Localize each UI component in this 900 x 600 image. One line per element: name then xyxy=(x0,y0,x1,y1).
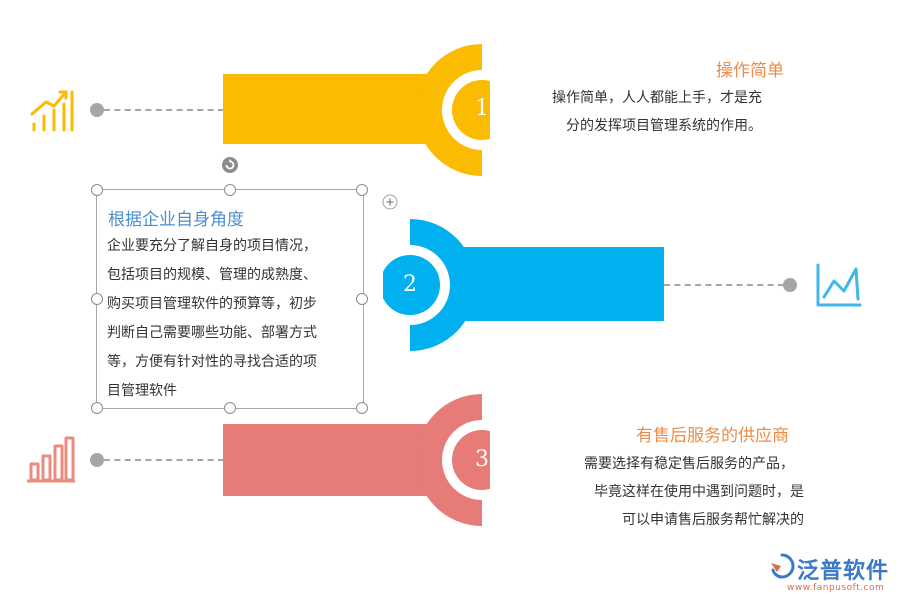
step-2-line: 包括项目的规模、管理的成熟度、 xyxy=(107,267,317,283)
step-3-line: 需要选择有稳定售后服务的产品， xyxy=(584,456,794,472)
logo-url: www.fanpusoft.com xyxy=(787,583,885,593)
step-1-number: 1 xyxy=(475,96,489,121)
line-chart-icon xyxy=(814,261,864,309)
resize-handle-bottom[interactable] xyxy=(224,402,236,414)
resize-handle-bottom-right[interactable] xyxy=(356,402,368,414)
step-3-text: 需要选择有稳定售后服务的产品， 毕竟这样在使用中遇到问题时，是 可以申请售后服务… xyxy=(552,450,804,534)
step-2-line: 等，方便有针对性的寻找合适的项 xyxy=(107,354,317,370)
step-3-line: 可以申请售后服务帮忙解决的 xyxy=(622,512,804,528)
step-3-line: 毕竟这样在使用中遇到问题时，是 xyxy=(594,484,804,500)
connector-dot-2 xyxy=(783,278,797,292)
fanpu-logo-icon xyxy=(768,552,796,580)
step-3-shape xyxy=(223,394,490,526)
step-1-shape xyxy=(223,44,490,176)
step-3-number: 3 xyxy=(475,447,489,472)
layout-options-plus-icon[interactable] xyxy=(382,194,398,210)
connector-dot-1 xyxy=(90,103,104,117)
step-1-title: 操作简单 xyxy=(716,61,784,81)
resize-handle-top-right[interactable] xyxy=(356,184,368,196)
resize-handle-right[interactable] xyxy=(356,293,368,305)
logo-name: 泛普软件 xyxy=(797,559,890,584)
step-2-text: 企业要充分了解自身的项目情况， 包括项目的规模、管理的成熟度、 购买项目管理软件… xyxy=(107,232,357,406)
step-2-line: 目管理软件 xyxy=(107,383,177,399)
step-1-line: 操作简单，人人都能上手，才是充 xyxy=(552,90,762,106)
step-3-title: 有售后服务的供应商 xyxy=(636,426,789,446)
resize-handle-bottom-left[interactable] xyxy=(91,402,103,414)
step-2-line: 判断自己需要哪些功能、部署方式 xyxy=(107,325,317,341)
resize-handle-top[interactable] xyxy=(224,184,236,196)
connector-line-2 xyxy=(664,284,784,286)
step-2-title: 根据企业自身角度 xyxy=(108,210,244,230)
bar-chart-rising-icon xyxy=(28,86,76,134)
resize-handle-top-left[interactable] xyxy=(91,184,103,196)
step-2-shape xyxy=(383,219,664,351)
connector-dot-3 xyxy=(90,453,104,467)
rotate-handle-icon[interactable] xyxy=(221,156,239,174)
step-2-number: 2 xyxy=(403,272,417,297)
step-2-line: 购买项目管理软件的预算等，初步 xyxy=(107,296,317,312)
step-1-text: 操作简单，人人都能上手，才是充 分的发挥项目管理系统的作用。 xyxy=(552,84,812,140)
step-1-line: 分的发挥项目管理系统的作用。 xyxy=(566,118,762,134)
resize-handle-left[interactable] xyxy=(91,293,103,305)
step-2-line: 企业要充分了解自身的项目情况， xyxy=(107,238,317,254)
connector-line-3 xyxy=(104,459,224,461)
connector-line-1 xyxy=(104,109,224,111)
bar-chart-icon xyxy=(26,434,76,484)
